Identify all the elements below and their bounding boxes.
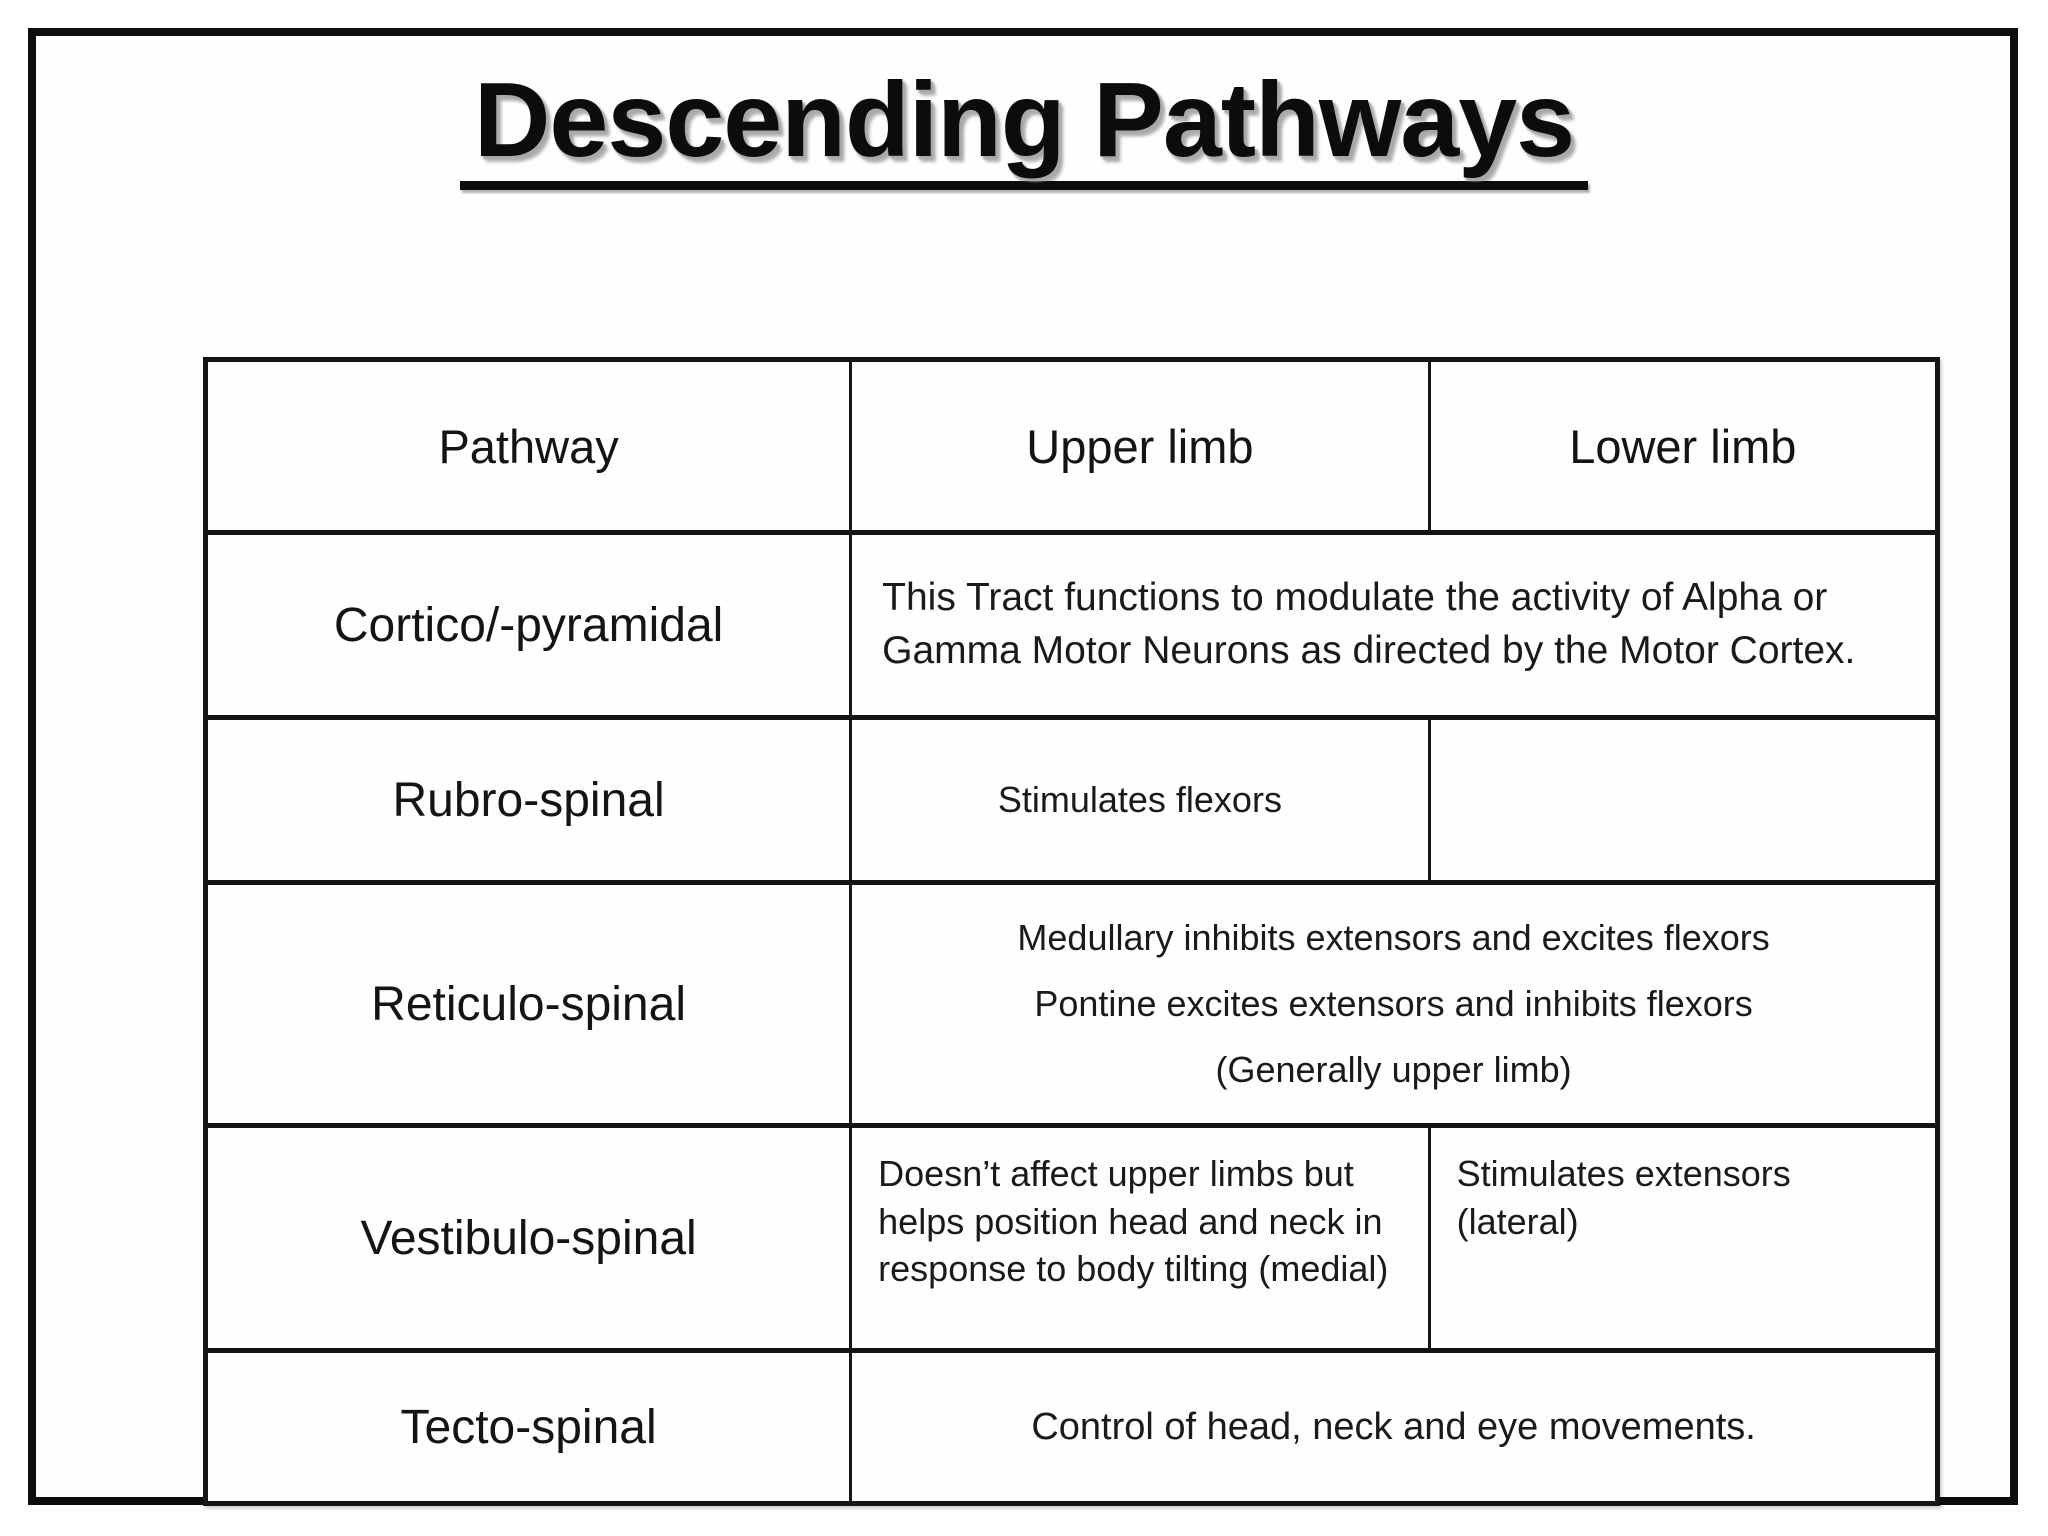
pathway-name-cell: Vestibulo-spinal [203,1124,853,1352]
header-cell-lower-limb: Lower limb [1427,358,1940,534]
pathway-name-cell: Cortico/-pyramidal [203,531,853,719]
vestibulo-upper-limb-cell: Doesn’t affect upper limbs but helps pos… [849,1124,1431,1352]
descending-pathways-table: Pathway Upper limb Lower limb Cortico/-p… [203,357,1940,1506]
rubro-upper-limb-cell: Stimulates flexors [849,716,1431,884]
rubro-lower-limb-cell [1427,716,1940,884]
reticulo-line-generally: (Generally upper limb) [1215,1049,1572,1090]
page-title: Descending Pathways [459,62,1589,190]
table-row-rubro-spinal: Rubro-spinal Stimulates flexors [203,716,1940,884]
title-container: Descending Pathways [0,62,2048,190]
cortico-description-cell: This Tract functions to modulate the act… [849,531,1939,719]
reticulo-line-pontine: Pontine excites extensors and inhibits f… [1034,983,1753,1024]
reticulo-description-cell: Medullary inhibits extensors and excites… [849,881,1939,1127]
table-row-tecto-spinal: Tecto-spinal Control of head, neck and e… [203,1349,1939,1505]
vestibulo-lower-limb-cell: Stimulates extensors (lateral) [1427,1124,1940,1352]
table-row-reticulo-spinal: Reticulo-spinal Medullary inhibits exten… [203,881,1939,1127]
table-header-row: Pathway Upper limb Lower limb [203,358,1940,534]
header-cell-upper-limb: Upper limb [849,358,1431,534]
header-cell-pathway: Pathway [203,358,853,534]
pathway-name-cell: Tecto-spinal [203,1349,853,1505]
tecto-description-cell: Control of head, neck and eye movements. [849,1349,1939,1505]
table-row-cortico-pyramidal: Cortico/-pyramidal This Tract functions … [203,531,1939,719]
pathway-name-cell: Rubro-spinal [203,716,853,884]
table-row-vestibulo-spinal: Vestibulo-spinal Doesn’t affect upper li… [203,1124,1940,1352]
pathway-name-cell: Reticulo-spinal [203,881,853,1127]
reticulo-line-medullary: Medullary inhibits extensors and excites… [1017,917,1770,958]
